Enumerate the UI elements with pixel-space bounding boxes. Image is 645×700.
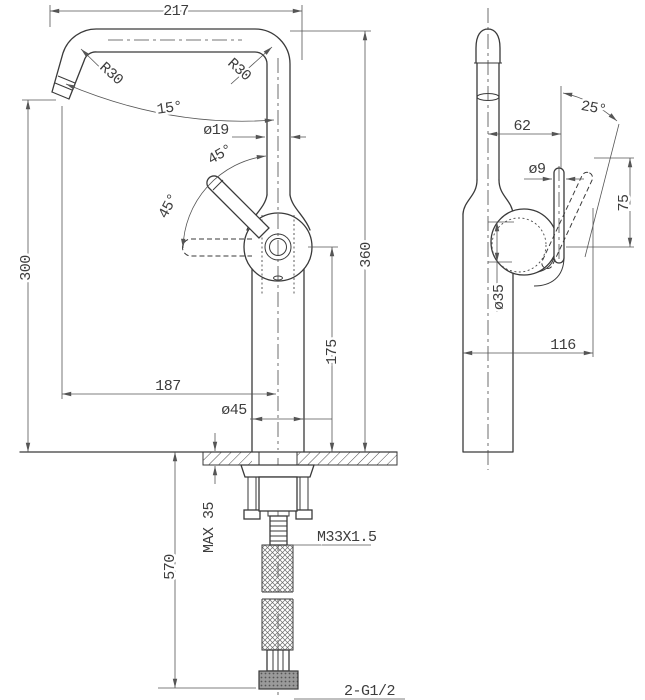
mounting-shank [258, 476, 298, 512]
dim-handle-swing-upper: 45° [205, 141, 236, 168]
dim-hose-connection: 2-G1/2 [344, 683, 395, 700]
side-view-drawing: 25° 62 ø9 75 ø35 116 [462, 8, 636, 470]
dim-pipe-diameter: ø19 [203, 122, 229, 139]
dim-top-width: 217 [163, 3, 189, 20]
dim-spout-reach: 187 [155, 378, 181, 395]
dim-bend-radius-left: R30 [96, 59, 127, 89]
dim-handle-swing-lower: 45° [155, 191, 182, 222]
hose-nut [258, 670, 299, 690]
dim-handle-tilt: 25° [580, 98, 608, 119]
side-handle-lever [533, 166, 565, 287]
dim-deck-max-thickness: MAX 35 [201, 501, 218, 553]
dim-hose-length: 570 [162, 554, 179, 580]
mounting-hardware [240, 452, 315, 546]
dim-lever-length: 75 [616, 194, 633, 212]
front-dimensions: 217 R30 R30 15° ø19 45° 45° 300 360 175 [16, 1, 405, 700]
dim-base-diameter: ø45 [221, 402, 247, 419]
handle-horizontal-position [182, 238, 252, 257]
handle-tilted-position [541, 171, 594, 270]
side-dimensions: 25° 62 ø9 75 ø35 116 [463, 86, 636, 357]
front-view-drawing: 217 R30 R30 15° ø19 45° 45° 300 360 175 [16, 1, 405, 700]
handle-lever [206, 175, 270, 239]
dim-handle-height: 175 [324, 339, 341, 365]
dim-bend-radius-right: R30 [224, 55, 255, 85]
deck-cross-section [19, 451, 398, 466]
supply-hose [258, 544, 299, 690]
dim-cartridge-diameter: ø35 [491, 284, 508, 310]
dim-spout-height: 300 [18, 255, 35, 281]
dim-shank-thread: M33X1.5 [317, 529, 377, 546]
dim-handle-offset: 62 [513, 118, 530, 135]
dim-spout-angle: 15° [156, 98, 184, 118]
dim-overall-height: 360 [358, 242, 375, 268]
dim-lever-diameter: ø9 [528, 161, 545, 178]
mounting-flange [240, 464, 315, 478]
spout-outline [51, 28, 291, 196]
threaded-shank [269, 515, 288, 546]
dim-body-depth: 116 [550, 337, 576, 354]
